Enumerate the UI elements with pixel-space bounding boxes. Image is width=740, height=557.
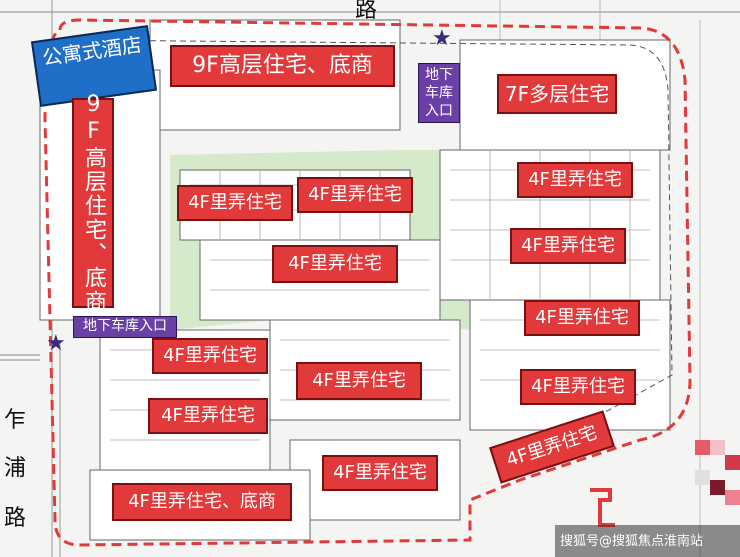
garage-entry-left-label: 地下车库入口: [73, 316, 177, 338]
road-label-left-2: 浦: [4, 456, 27, 481]
lane-house-label-m: 4F里弄住宅、底商: [112, 483, 292, 521]
lane-house-label-f: 4F里弄住宅: [524, 300, 640, 336]
road-label-top: 路: [355, 0, 378, 23]
tower-9f-top-label: 9F高层住宅、底商: [170, 45, 395, 87]
mid-7f-label: 7F多层住宅: [497, 74, 617, 114]
lane-house-label-g: 4F里弄住宅: [152, 338, 268, 374]
lane-house-label-j: 4F里弄住宅: [148, 398, 268, 434]
road-label-left-1: 乍: [4, 408, 27, 433]
lane-house-label-a: 4F里弄住宅: [177, 185, 293, 221]
garage-entry-top-label: 地下车库入口: [418, 63, 460, 123]
road-label-left-3: 路: [4, 506, 27, 531]
tower-9f-left-label: 9F高层住宅、底商: [72, 92, 114, 314]
lane-house-label-h: 4F里弄住宅: [296, 362, 422, 400]
lane-house-label-c: 4F里弄住宅: [272, 245, 398, 283]
watermark-text: 搜狐号@搜狐焦点淮南站: [560, 534, 704, 549]
lane-house-label-i: 4F里弄住宅: [520, 369, 636, 405]
lane-house-label-k: 4F里弄住宅: [322, 455, 438, 491]
star-marker-icon-left: ★: [46, 331, 66, 356]
star-marker-icon-top: ★: [432, 26, 452, 51]
lane-house-label-d: 4F里弄住宅: [517, 162, 633, 198]
lane-house-label-e: 4F里弄住宅: [510, 228, 626, 264]
lane-house-label-b: 4F里弄住宅: [297, 177, 413, 213]
